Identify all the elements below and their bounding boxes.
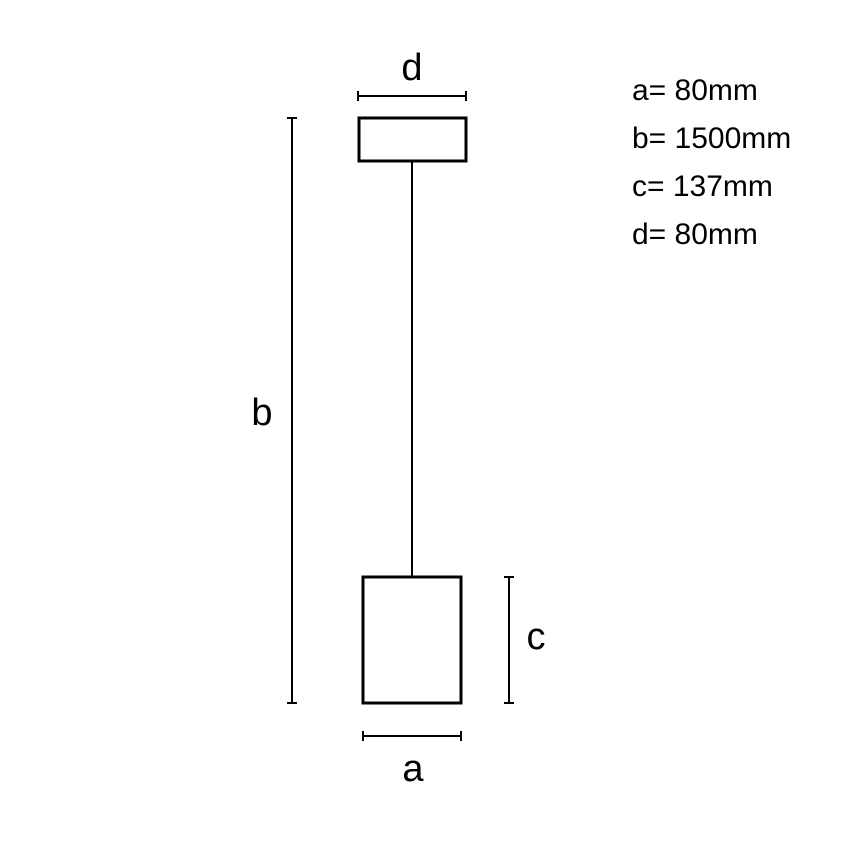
label-c: c bbox=[527, 616, 546, 658]
dimension-a-line bbox=[362, 731, 462, 741]
spec-b: b= 1500mm bbox=[632, 122, 792, 155]
spec-d: d= 80mm bbox=[632, 218, 758, 251]
dimension-b-line bbox=[287, 117, 297, 704]
spec-c: c= 137mm bbox=[632, 170, 773, 203]
label-b: b bbox=[251, 392, 272, 434]
spec-a: a= 80mm bbox=[632, 74, 758, 107]
lamp-shade bbox=[361, 575, 463, 705]
label-d: d bbox=[401, 47, 422, 89]
dimension-c-line bbox=[504, 576, 514, 704]
ceiling-canopy bbox=[357, 116, 468, 163]
dimension-d-line bbox=[357, 91, 467, 101]
label-a: a bbox=[402, 748, 424, 790]
